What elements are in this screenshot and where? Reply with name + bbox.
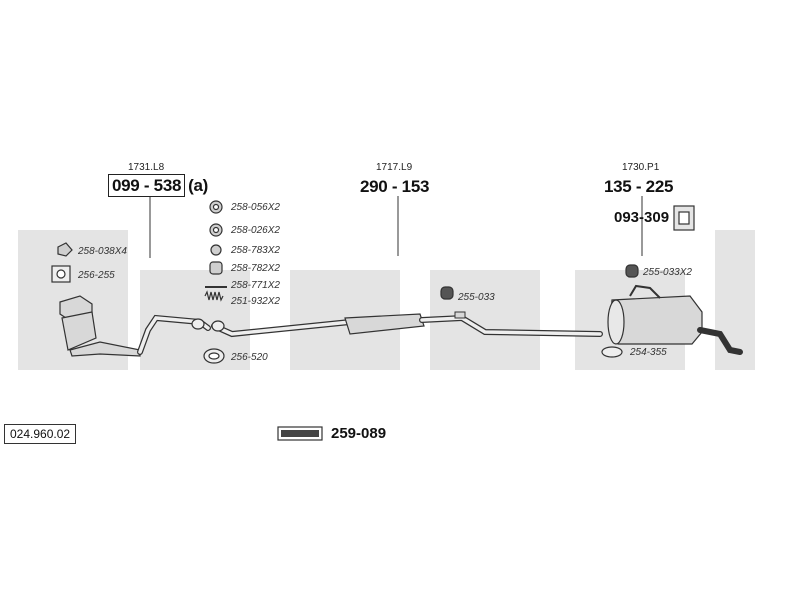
gasket-hole-icon xyxy=(56,269,66,279)
fitting-label: 254-355 xyxy=(630,347,667,358)
nut-icon xyxy=(57,242,73,257)
rear-silencer-end xyxy=(607,299,625,345)
fitting-label: 258-783X2 xyxy=(231,245,280,256)
collar-nut-icon xyxy=(210,244,222,256)
cat-body xyxy=(61,311,97,351)
front-section-code: 1731.L8 xyxy=(128,162,165,173)
hex-nut-hole-icon xyxy=(212,203,220,211)
middle-section-part: 290 - 153 xyxy=(360,177,430,196)
front-part-suffix: (a) xyxy=(188,176,209,195)
reference-number: 024.960.02 xyxy=(4,424,77,444)
spacer-icon xyxy=(209,261,223,275)
fitting-label: 258-771X2 xyxy=(231,280,280,291)
fitting-label: 256-255 xyxy=(78,270,115,281)
fitting-icons xyxy=(51,200,695,364)
rear-silencer-hanger xyxy=(629,284,661,299)
fitting-label: 255-033X2 xyxy=(643,267,692,278)
joint-ring-icon xyxy=(211,320,225,332)
leader-lines xyxy=(149,196,643,258)
fitting-label: 251-932X2 xyxy=(231,296,280,307)
watermark-block-6 xyxy=(715,230,755,370)
kit-part-number: 259-089 xyxy=(331,425,387,442)
spring-icon xyxy=(204,290,224,302)
catalytic-converter xyxy=(59,295,141,357)
rear-silencer xyxy=(607,284,743,355)
cat-outlet xyxy=(69,341,141,357)
washer-hole-icon xyxy=(212,226,220,234)
rear-section-code: 1730.P1 xyxy=(622,162,660,173)
rear-section-part: 135 - 225 xyxy=(604,177,674,196)
bosal-logo xyxy=(277,426,323,441)
joint-ring-icon xyxy=(191,318,205,330)
middle-hanger-tab xyxy=(454,311,466,319)
bracket-part-label: 093-309 xyxy=(614,209,670,226)
logo-badge-fill xyxy=(281,430,319,437)
tail-pipe xyxy=(697,327,743,355)
fitting-label: 255-033 xyxy=(458,292,495,303)
seal-ring-hole-icon xyxy=(208,352,220,360)
bracket-slot-icon xyxy=(678,211,690,225)
fitting-label: 256-520 xyxy=(231,352,268,363)
fitting-label: 258-038X4 xyxy=(78,246,127,257)
middle-section-code: 1717.L9 xyxy=(376,162,413,173)
rubber-mount-icon xyxy=(625,264,639,278)
clamp-icon xyxy=(601,346,623,358)
front-section-part: 099 - 538(a) xyxy=(108,174,209,197)
middle-silencer xyxy=(344,313,425,335)
fitting-label: 258-026X2 xyxy=(231,225,280,236)
middle-pipe-rear-inner xyxy=(420,316,602,336)
rubber-mount-icon xyxy=(440,286,454,300)
front-part-number: 099 - 538 xyxy=(108,174,186,197)
fitting-label: 258-056X2 xyxy=(231,202,280,213)
fitting-label: 258-782X2 xyxy=(231,263,280,274)
